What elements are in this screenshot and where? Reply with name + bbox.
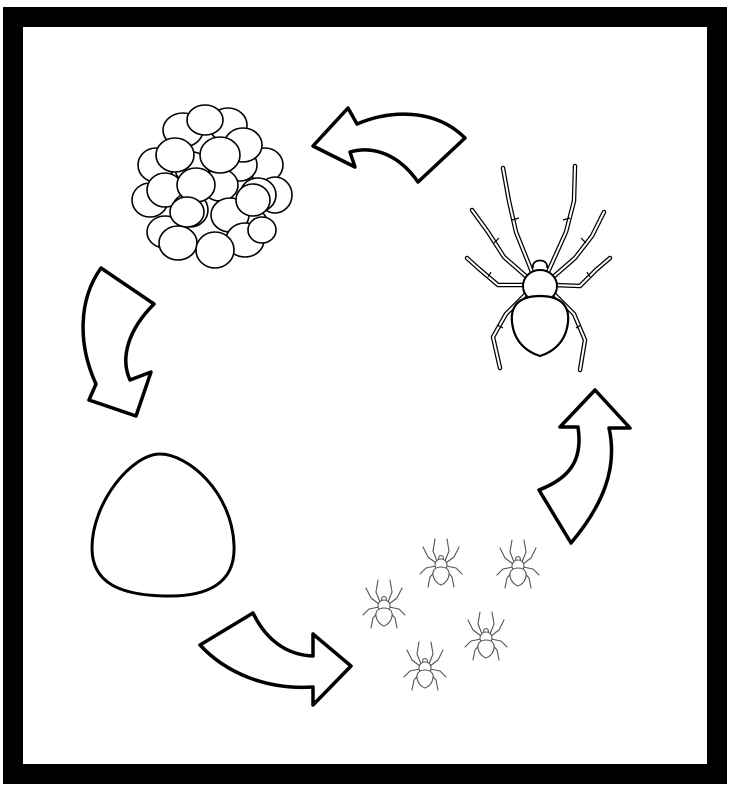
spiderling <box>404 642 446 690</box>
arrow-adult-to-eggsac <box>313 108 465 182</box>
arrow-spiderlings-to-adult <box>539 390 630 543</box>
egg-icon <box>92 454 234 596</box>
arrow-egg-to-spiderlings <box>200 613 351 705</box>
arrow-eggsac-to-egg <box>83 268 154 416</box>
spiderling <box>465 612 507 660</box>
spiderlings-icon <box>363 539 539 690</box>
spiderling <box>363 580 405 628</box>
egg-cluster-icon <box>132 105 292 268</box>
spiderling <box>497 540 539 588</box>
adult-spider-icon <box>467 166 610 370</box>
spiderling <box>420 539 462 587</box>
